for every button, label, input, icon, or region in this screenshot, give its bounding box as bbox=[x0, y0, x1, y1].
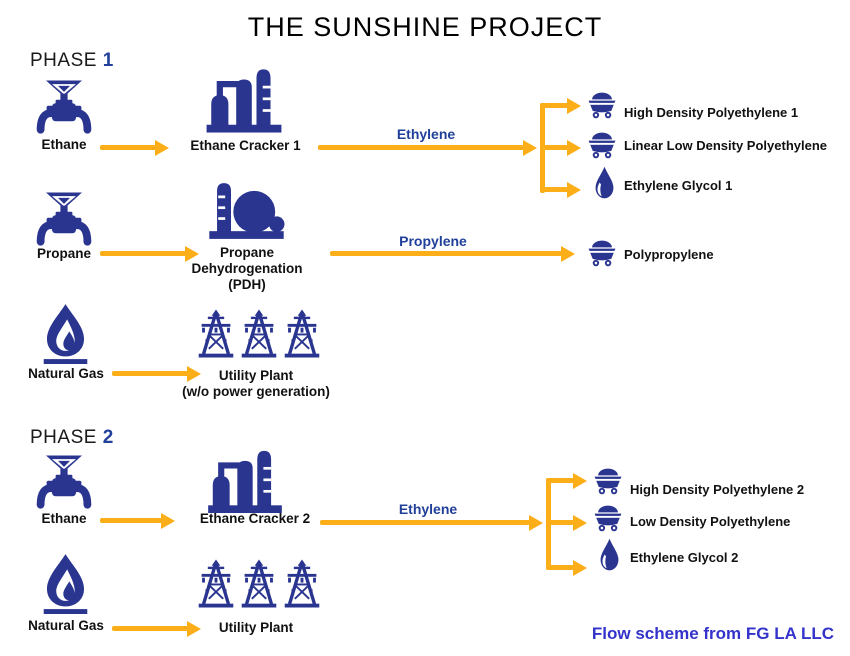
phase1-heading-number: 1 bbox=[102, 50, 114, 71]
stream-label-ethylene-1: Ethylene bbox=[396, 126, 456, 142]
flow-arrow bbox=[330, 251, 562, 256]
pylon-icon bbox=[197, 557, 235, 610]
branch-arrow bbox=[540, 187, 568, 192]
flow-arrow bbox=[100, 251, 186, 256]
valve-icon bbox=[34, 192, 94, 247]
pylon-icon bbox=[283, 307, 321, 360]
source-label-natural-gas-1: Natural Gas bbox=[28, 366, 104, 381]
flow-arrow bbox=[112, 626, 188, 631]
flow-arrow bbox=[318, 145, 524, 150]
flow-arrow bbox=[112, 371, 188, 376]
plant-label-pdh: Propane Dehydrogenation (PDH) bbox=[172, 245, 322, 293]
plant-label-utility-2: Utility Plant bbox=[218, 620, 294, 635]
product-label: Ethylene Glycol 2 bbox=[630, 550, 739, 565]
pdh-label-line3: (PDH) bbox=[228, 276, 266, 292]
pylon-icon bbox=[197, 307, 235, 360]
branch-arrow bbox=[546, 478, 574, 483]
pdh-plant-icon bbox=[209, 183, 285, 239]
hopper-cart-icon bbox=[588, 92, 616, 119]
plant-label-cracker-1: Ethane Cracker 1 bbox=[190, 138, 301, 153]
stream-label-propylene: Propylene bbox=[399, 233, 467, 249]
stream-label-ethylene-2: Ethylene bbox=[398, 501, 458, 517]
product-label: High Density Polyethylene 1 bbox=[624, 105, 799, 120]
source-label-ethane-1: Ethane bbox=[41, 137, 87, 152]
flow-arrow bbox=[100, 518, 162, 523]
branch-arrow bbox=[546, 565, 574, 570]
valve-icon bbox=[34, 455, 94, 510]
pylon-icon bbox=[240, 307, 278, 360]
phase2-heading: PHASE 2 bbox=[30, 427, 114, 449]
flow-arrow bbox=[100, 145, 156, 150]
plant-label-cracker-2: Ethane Cracker 2 bbox=[199, 511, 311, 526]
phase2-heading-text: PHASE bbox=[30, 427, 97, 448]
flow-arrow bbox=[320, 520, 530, 525]
source-label-propane: Propane bbox=[36, 246, 91, 261]
transmission-towers-icon bbox=[192, 553, 326, 614]
droplet-icon bbox=[600, 538, 619, 571]
product-label: High Density Polyethylene 2 bbox=[630, 482, 805, 497]
cracker-plant-icon bbox=[205, 65, 283, 133]
branch-arrow bbox=[540, 103, 568, 108]
hopper-cart-icon bbox=[594, 468, 622, 495]
flame-icon bbox=[43, 304, 88, 364]
transmission-towers-icon bbox=[192, 303, 326, 364]
branch-arrow bbox=[540, 145, 568, 150]
phase1-heading-text: PHASE bbox=[30, 50, 97, 71]
product-label: Polypropylene bbox=[624, 247, 714, 262]
pylon-icon bbox=[283, 557, 321, 610]
source-label-ethane-2: Ethane bbox=[41, 511, 87, 526]
pylon-icon bbox=[240, 557, 278, 610]
plant-label-utility-1: Utility Plant bbox=[218, 368, 294, 383]
phase2-heading-number: 2 bbox=[102, 427, 114, 448]
plant-label-utility-1-note: (w/o power generation) bbox=[182, 384, 330, 399]
cracker-plant-icon bbox=[206, 447, 284, 513]
source-label-natural-gas-2: Natural Gas bbox=[28, 618, 104, 633]
page-title: THE SUNSHINE PROJECT bbox=[247, 12, 603, 42]
phase1-heading: PHASE 1 bbox=[30, 50, 114, 72]
flame-icon bbox=[43, 554, 88, 614]
product-label: Linear Low Density Polyethylene bbox=[624, 138, 827, 153]
product-label: Low Density Polyethylene bbox=[630, 514, 791, 529]
pdh-label-line1: Propane bbox=[219, 245, 274, 260]
pdh-label-line2: Dehydrogenation bbox=[191, 260, 303, 276]
droplet-icon bbox=[595, 166, 614, 199]
hopper-cart-icon bbox=[588, 240, 616, 267]
product-label: Ethylene Glycol 1 bbox=[624, 178, 733, 193]
branch-arrow bbox=[546, 520, 574, 525]
hopper-cart-icon bbox=[594, 505, 622, 532]
credit-text: Flow scheme from FG LA LLC bbox=[591, 624, 834, 643]
hopper-cart-icon bbox=[588, 132, 616, 159]
valve-icon bbox=[34, 80, 94, 135]
